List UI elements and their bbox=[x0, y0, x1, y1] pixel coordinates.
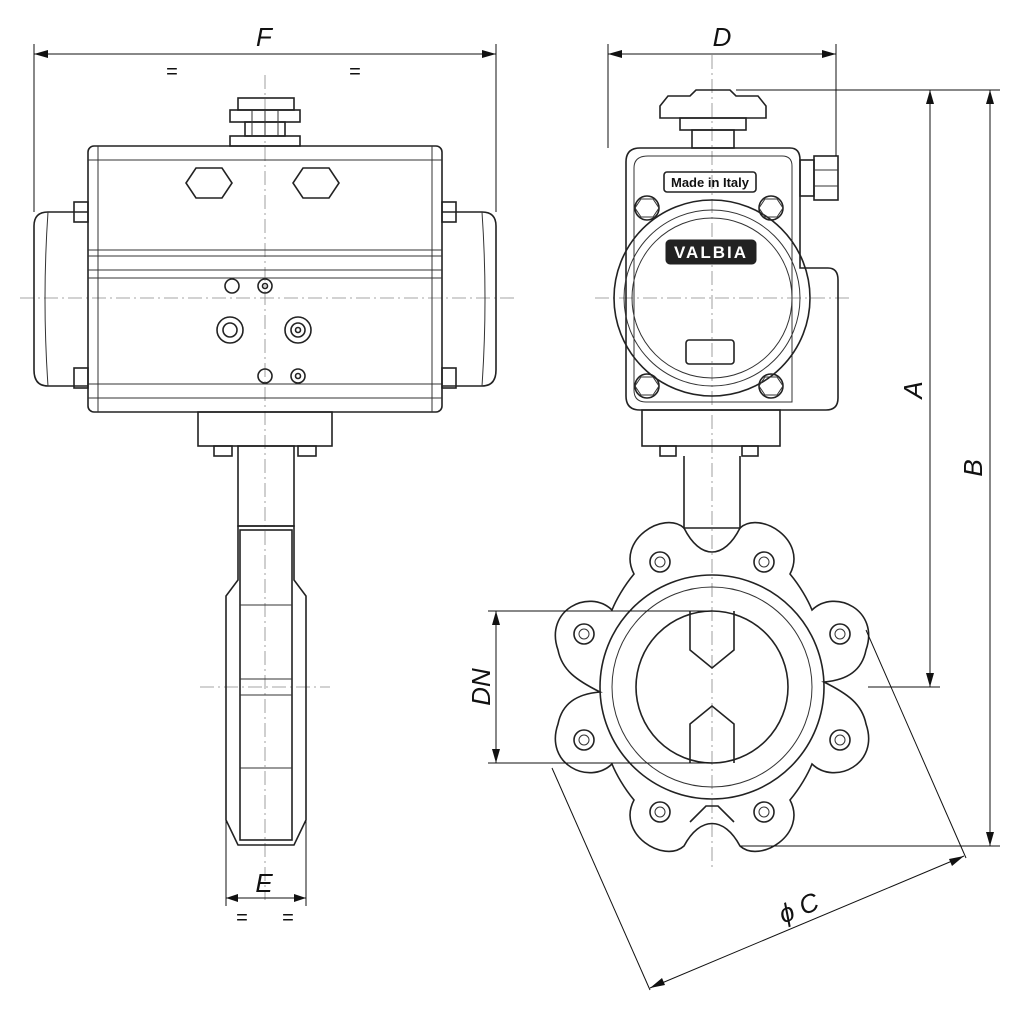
lug-valve-front-view bbox=[554, 456, 870, 853]
dimension-B-label: B bbox=[958, 459, 988, 476]
dimension-B: B bbox=[740, 90, 1000, 847]
symmetry-mark-e-right: = bbox=[282, 907, 294, 929]
brand-logo: VALBIA bbox=[674, 243, 748, 262]
dimension-F: F = = bbox=[33, 22, 497, 212]
dimension-DN: DN bbox=[466, 610, 712, 764]
dimension-A: A bbox=[736, 89, 1000, 688]
symmetry-mark-left: = bbox=[166, 61, 178, 83]
dimension-D-label: D bbox=[713, 22, 732, 52]
dimension-A-label: A bbox=[898, 381, 928, 400]
symmetry-mark-right: = bbox=[349, 61, 361, 83]
dimension-F-label: F bbox=[256, 22, 274, 52]
nameplate-text: Made in Italy bbox=[671, 175, 750, 190]
dimension-C-label: ϕ C bbox=[774, 886, 823, 929]
actuator-front-view bbox=[33, 97, 497, 457]
dimension-DN-label: DN bbox=[466, 668, 496, 706]
dimension-E: E = = bbox=[225, 820, 307, 929]
actuator-side-view: Made in Italy VALBIA bbox=[613, 89, 839, 457]
valve-body-side-view bbox=[225, 445, 307, 846]
dimension-D: D bbox=[607, 22, 837, 156]
symmetry-mark-e-left: = bbox=[236, 907, 248, 929]
dimension-E-label: E bbox=[255, 868, 273, 898]
